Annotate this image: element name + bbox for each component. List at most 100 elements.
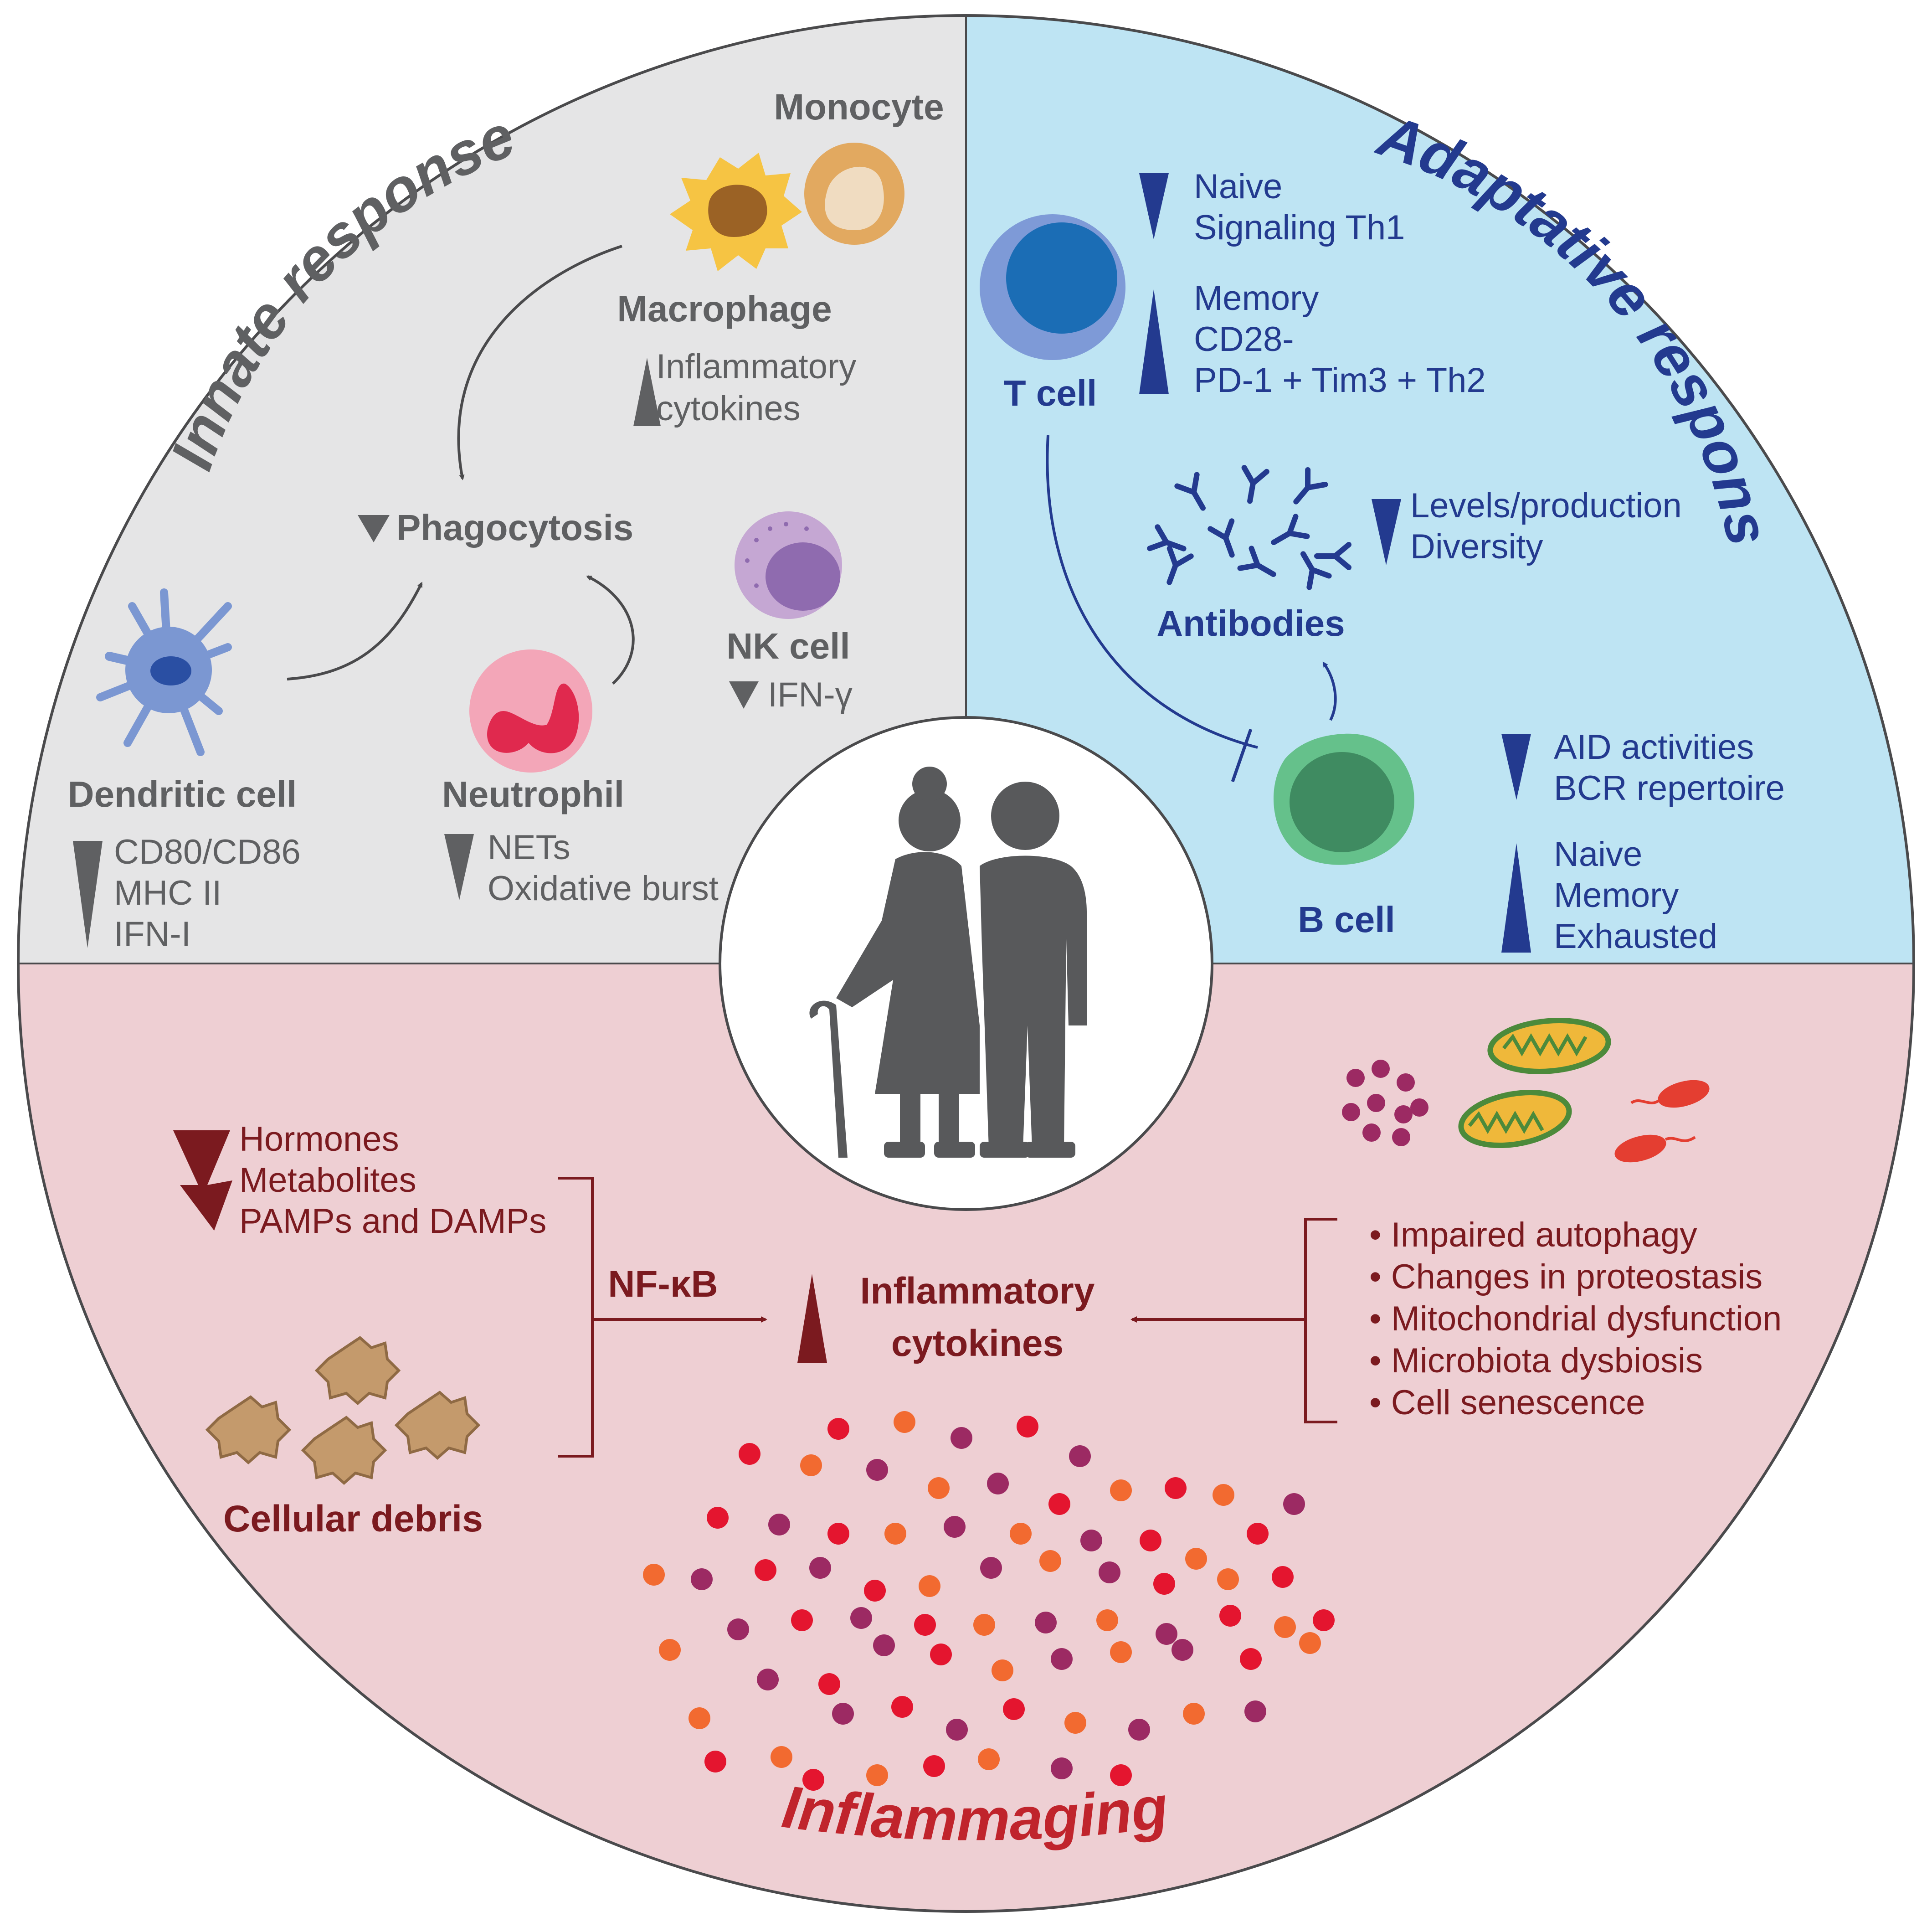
b-down-triangle	[1501, 734, 1531, 800]
cytokine-dot	[827, 1418, 849, 1440]
cytokine-dot	[832, 1703, 854, 1725]
neutrophil-effect-2: Oxidative burst	[488, 869, 719, 908]
dendritic-cell-label: Dendritic cell	[68, 774, 297, 814]
neutrophil-effect-1: NETs	[488, 828, 570, 867]
cytokine-dot	[923, 1755, 945, 1777]
cytokine-dot	[1035, 1612, 1057, 1633]
cytokine-dot	[866, 1459, 888, 1481]
cytokine-dot	[1272, 1566, 1294, 1588]
left-bracket	[558, 1177, 594, 1458]
cytokine-dot	[1096, 1609, 1118, 1631]
cytokine-dot	[987, 1473, 1009, 1494]
dendritic-effect-2: MHC II	[114, 874, 221, 912]
t-up-3: PD-1 + Tim3 + Th2	[1194, 361, 1486, 400]
cytokine-dot	[1283, 1493, 1305, 1515]
cytokine-dot	[1017, 1416, 1038, 1438]
mitochondria-icon	[1458, 1018, 1611, 1149]
cytokine-dot	[864, 1580, 886, 1602]
cellular-debris-label: Cellular debris	[223, 1498, 483, 1540]
nk-cell-label: NK cell	[726, 626, 850, 666]
cytokine-dot	[755, 1559, 776, 1581]
b-up-triangle	[1501, 843, 1531, 953]
b-cell-label: B cell	[1298, 899, 1395, 940]
cytokine-dot	[1172, 1639, 1193, 1661]
t-down-2: Signaling Th1	[1194, 208, 1405, 247]
neutrophil-down-triangle	[444, 834, 474, 900]
neutrophil-icon	[469, 649, 592, 773]
cellular-debris-icon	[205, 1336, 481, 1485]
cytokine-dot	[1183, 1703, 1205, 1725]
antibody-down-triangle	[1372, 499, 1401, 565]
cytokine-dot	[1051, 1648, 1073, 1670]
cytokine-dot	[1039, 1550, 1061, 1572]
cytokine-dot	[809, 1557, 831, 1579]
cytokine-dot	[1110, 1641, 1132, 1663]
signal-3: PAMPs and DAMPs	[239, 1202, 546, 1241]
nk-cell-icon	[735, 511, 842, 619]
cytokine-dot	[1003, 1698, 1025, 1720]
t-cell-label: T cell	[1004, 373, 1097, 413]
t-to-b-inhibition	[1046, 435, 1258, 749]
cytokine-dot	[791, 1609, 813, 1631]
lightning-icon	[173, 1130, 232, 1231]
cytokine-dot	[946, 1719, 968, 1741]
cytokine-dot	[973, 1614, 995, 1636]
cause-5: • Cell senescence	[1369, 1383, 1645, 1422]
cytokine-dot	[980, 1557, 1002, 1579]
cytokine-dot	[1156, 1623, 1177, 1645]
t-cell-icon	[980, 214, 1125, 360]
cytokine-dot	[884, 1523, 906, 1545]
cause-4: • Microbiota dysbiosis	[1369, 1341, 1703, 1380]
monocyte-icon	[804, 143, 904, 245]
cytokine-dot	[951, 1427, 972, 1449]
cytokine-dot	[914, 1614, 936, 1636]
neutrophil-label: Neutrophil	[442, 774, 624, 814]
nk-effect-1: IFN-γ	[768, 675, 853, 714]
cytokine-dot	[1110, 1479, 1132, 1501]
cytokine-dot	[1185, 1548, 1207, 1570]
cytokine-dot	[827, 1523, 849, 1545]
signal-1: Hormones	[239, 1120, 399, 1159]
t-up-triangle	[1139, 289, 1169, 394]
macrophage-effect-1: Inflammatory	[656, 347, 856, 386]
cause-3: • Mitochondrial dysfunction	[1369, 1299, 1782, 1338]
cause-2: • Changes in proteostasis	[1369, 1257, 1762, 1296]
cytokine-dot	[1153, 1573, 1175, 1595]
cytokine-dot	[1313, 1609, 1335, 1631]
arrow-dendritic-to-phagocytosis	[287, 582, 423, 680]
protein-aggregates-icon	[1342, 1060, 1428, 1146]
cytokine-dot	[691, 1568, 713, 1590]
cytokine-dot	[643, 1564, 665, 1586]
macrophage-icon	[670, 153, 802, 271]
b-cell-icon	[1273, 733, 1414, 865]
cytokine-dot	[944, 1516, 966, 1538]
cytokines-label-1: Inflammatory	[860, 1270, 1095, 1312]
outer-circle	[17, 14, 1915, 1913]
cytokine-dot	[1217, 1568, 1239, 1590]
cytokine-dot	[992, 1659, 1013, 1681]
cytokine-dot	[1099, 1561, 1120, 1583]
nfkb-label: NF-κB	[608, 1263, 718, 1305]
t-down-1: Naive	[1194, 167, 1282, 206]
t-up-2: CD28-	[1194, 320, 1294, 359]
cytokine-dot	[659, 1639, 681, 1661]
cytokine-dot	[818, 1673, 840, 1695]
dendritic-down-triangle	[73, 841, 103, 948]
cytokine-dot	[1240, 1648, 1262, 1670]
cytokine-dot	[850, 1607, 872, 1629]
macrophage-up-triangle	[633, 358, 661, 426]
cytokines-label-2: cytokines	[891, 1323, 1064, 1364]
cytokine-dot	[1244, 1700, 1266, 1722]
cause-1: • Impaired autophagy	[1369, 1216, 1697, 1254]
arrow-neutrophil-to-phagocytosis	[586, 575, 635, 685]
cytokine-dot	[1069, 1445, 1091, 1467]
cytokine-dot	[1299, 1632, 1321, 1654]
cytokine-dot	[768, 1514, 790, 1535]
phagocytosis-label: Phagocytosis	[396, 507, 633, 548]
cytokine-dot	[1219, 1605, 1241, 1627]
cytokine-dot	[707, 1507, 729, 1529]
cytokine-dot	[757, 1669, 779, 1690]
b-up-1: Naive	[1554, 835, 1642, 874]
signal-2: Metabolites	[239, 1161, 416, 1200]
cytokine-dot	[771, 1746, 792, 1768]
